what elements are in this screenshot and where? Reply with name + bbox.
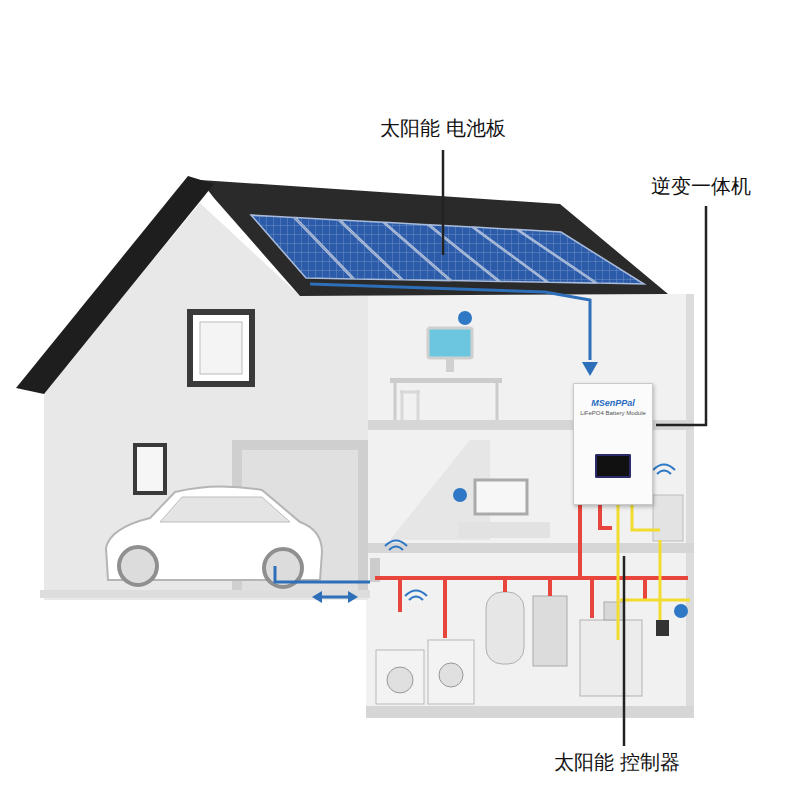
computer [428,328,472,358]
leader-line [443,150,706,746]
power-lines [375,505,688,638]
car-window [160,497,290,522]
pump [604,602,624,620]
window-pane [200,322,242,374]
globe-icon [453,488,467,502]
callout-label: 太阳能 控制器 [551,750,683,774]
machine [580,620,642,696]
signal-wires [618,505,690,640]
cabinet [458,522,550,538]
inverter-unit: MSenPPalLiFePO4 Battery Module [573,383,653,505]
interior-wall [366,294,692,718]
floor-slab [366,706,694,718]
model-text: LiFePO4 Battery Module [574,410,652,417]
washer [376,650,424,704]
boiler [533,596,567,666]
switch-box [656,620,669,636]
brand-text: MSenPPal [574,398,652,409]
callout-label: 太阳能 电池板 [377,116,509,140]
roof [200,180,668,296]
arrow-head [348,591,358,603]
callout-label: 逆变一体机 [648,174,754,198]
arrow-head [312,591,322,603]
arrow-head [582,362,598,376]
outer-wall [686,294,694,718]
front-wall [44,203,368,600]
roof-edge [16,176,214,394]
television [475,480,527,514]
window [135,445,165,493]
water-tank [486,592,524,664]
solar-panels [251,215,644,284]
computer-stand [446,358,454,372]
window [190,312,252,384]
globe-icon [674,604,688,618]
dryer-door [439,663,463,687]
dc-wire [275,284,590,597]
floor-slab [366,543,694,553]
globe-icon [458,311,472,325]
washer-door [387,667,413,693]
chair [400,390,420,420]
meter-box [653,495,683,541]
car-wheel [119,547,157,585]
dryer [428,640,474,704]
desk [390,378,502,383]
desk-legs [395,383,497,420]
display-screen [595,454,631,478]
